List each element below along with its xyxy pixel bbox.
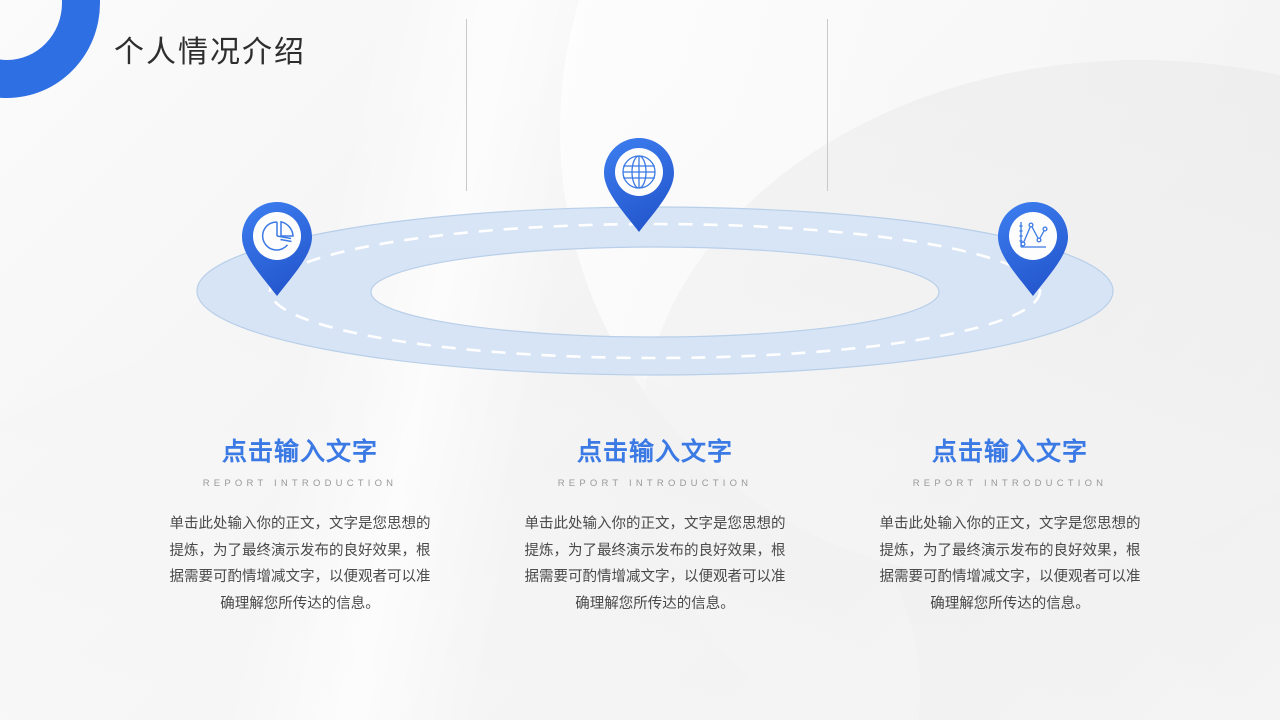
column-divider-2 <box>827 19 828 191</box>
column-3: 点击输入文字 REPORT INTRODUCTION 单击此处输入你的正文，文字… <box>860 432 1160 617</box>
map-pin-pie-chart[interactable] <box>238 200 316 300</box>
column-1-subheading: REPORT INTRODUCTION <box>202 478 398 489</box>
column-2-heading: 点击输入文字 <box>576 437 733 466</box>
column-2-subheading: REPORT INTRODUCTION <box>557 478 753 489</box>
column-3-subheading: REPORT INTRODUCTION <box>912 478 1108 489</box>
column-3-heading: 点击输入文字 <box>931 437 1088 466</box>
columns-container: 点击输入文字 REPORT INTRODUCTION 单击此处输入你的正文，文字… <box>150 432 1160 617</box>
globe-icon <box>622 155 656 189</box>
pie-chart-icon <box>261 220 294 251</box>
map-pin-line-chart[interactable] <box>994 200 1072 300</box>
column-1: 点击输入文字 REPORT INTRODUCTION 单击此处输入你的正文，文字… <box>150 432 450 617</box>
track-inner-outline <box>370 246 940 338</box>
column-3-body: 单击此处输入你的正文，文字是您思想的提炼，为了最终演示发布的良好效果，根据需要可… <box>879 516 1141 612</box>
column-2: 点击输入文字 REPORT INTRODUCTION 单击此处输入你的正文，文字… <box>505 432 805 617</box>
column-2-body: 单击此处输入你的正文，文字是您思想的提炼，为了最终演示发布的良好效果，根据需要可… <box>524 516 786 612</box>
column-1-body: 单击此处输入你的正文，文字是您思想的提炼，为了最终演示发布的良好效果，根据需要可… <box>169 516 431 612</box>
white-dashed-route <box>268 222 1042 360</box>
column-divider-1 <box>466 19 467 191</box>
line-chart-icon <box>1019 222 1048 248</box>
map-pin-globe[interactable] <box>600 136 678 236</box>
column-1-heading: 点击输入文字 <box>221 437 378 466</box>
